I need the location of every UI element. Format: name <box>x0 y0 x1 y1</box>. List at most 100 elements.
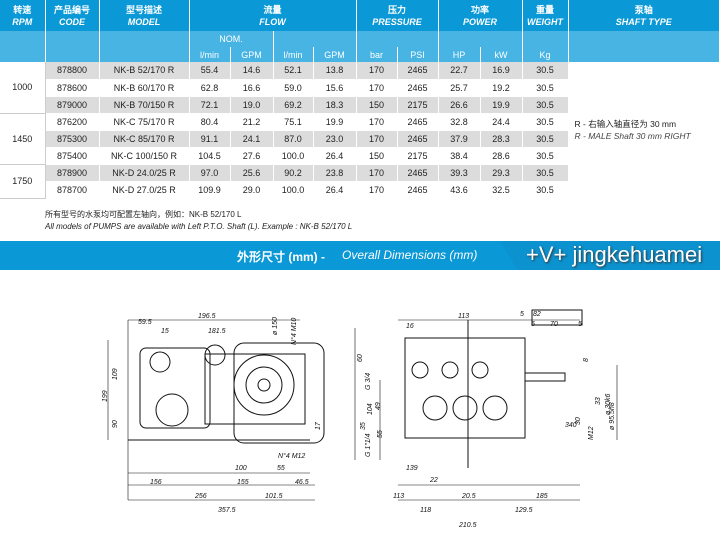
cell: 59.0 <box>273 79 314 97</box>
dimension-label: N°4 M12 <box>278 452 305 460</box>
cell: 21.2 <box>230 113 274 131</box>
dimension-label: 129.5 <box>515 507 533 514</box>
cell: 2465 <box>397 79 439 97</box>
cell: 30.5 <box>522 130 569 148</box>
cell: 875300 <box>45 130 100 148</box>
cell: 27.6 <box>230 147 274 165</box>
cell: 2465 <box>397 113 439 131</box>
dimension-label: 15 <box>161 328 169 335</box>
dimension-label: 46.5 <box>295 479 309 486</box>
cell: 39.3 <box>438 164 481 182</box>
cell: 109.9 <box>189 181 231 199</box>
dimension-label: 60 <box>357 354 364 362</box>
cell: 43.6 <box>438 181 481 199</box>
cell: 100.0 <box>273 181 314 199</box>
side-view-pump <box>128 342 325 444</box>
cell: 97.0 <box>189 164 231 182</box>
cell: 15.6 <box>313 79 357 97</box>
dimension-label: 139 <box>406 465 418 472</box>
cell: 170 <box>356 113 398 131</box>
cell: 170 <box>356 164 398 182</box>
cell: 2465 <box>397 181 439 199</box>
cell: 170 <box>356 181 398 199</box>
dimension-label: 5 <box>520 311 524 318</box>
dimension-label: 33 <box>595 397 602 405</box>
unit: bar <box>356 47 398 62</box>
dimension-label: M12 <box>588 426 595 440</box>
dimension-label: 210.5 <box>458 522 477 529</box>
cell: 2465 <box>397 164 439 182</box>
dimension-label: 49 <box>375 402 382 410</box>
dimension-lines <box>107 319 618 501</box>
dimension-label: 101.5 <box>265 493 283 500</box>
cell: 29.0 <box>230 181 274 199</box>
cell: 22.7 <box>438 62 481 80</box>
unit: Kg <box>522 47 569 62</box>
cell: 14.6 <box>230 62 274 80</box>
dimension-label: 55 <box>277 465 285 472</box>
cell: 90.2 <box>273 164 314 182</box>
cell: 104.5 <box>189 147 231 165</box>
dimension-label: 196.5 <box>198 313 216 320</box>
banner-accent <box>500 241 720 270</box>
cell: 23.8 <box>313 164 357 182</box>
cell: 26.4 <box>313 147 357 165</box>
cell: 30.5 <box>522 181 569 199</box>
cell: 170 <box>356 130 398 148</box>
dimension-label: ø 95.5h8 <box>609 402 616 430</box>
cell: 16.9 <box>480 62 523 80</box>
banner-title-cn: 外形尺寸 (mm) - <box>237 250 325 264</box>
cell: 150 <box>356 147 398 165</box>
dimension-label: G 3/4 <box>365 373 372 390</box>
cell: 30.5 <box>522 147 569 165</box>
cell: 19.9 <box>480 96 523 114</box>
dimension-label: 55 <box>377 430 384 438</box>
unit: GPM <box>313 47 357 62</box>
dimension-label: 109 <box>112 368 119 380</box>
dimension-label: ø 150 <box>272 317 279 335</box>
unit: kW <box>480 47 523 62</box>
dimension-label: 185 <box>536 493 548 500</box>
cell: 37.9 <box>438 130 481 148</box>
dimension-label: 8 <box>583 358 590 362</box>
cell: 150 <box>356 96 398 114</box>
cell: 30.5 <box>522 113 569 131</box>
cell: 876200 <box>45 113 100 131</box>
rpm-cell: 1750 <box>0 164 46 199</box>
cell: 25.6 <box>230 164 274 182</box>
front-view-pump <box>404 309 583 468</box>
dimension-label: 82 <box>533 311 541 318</box>
cell: 878700 <box>45 181 100 199</box>
cell: NK-B 52/170 R <box>99 62 190 80</box>
notes: 所有型号的水泵均可配置左轴向，例如：NK-B 52/170 L All mode… <box>45 209 352 233</box>
rpm-cell: 1000 <box>0 62 46 114</box>
unit: l/min <box>189 47 231 62</box>
dimension-label: 90 <box>112 420 119 428</box>
dimension-label: 199 <box>102 390 109 402</box>
cell: 170 <box>356 79 398 97</box>
dimension-label: 357.5 <box>218 507 236 514</box>
cell: 100.0 <box>273 147 314 165</box>
dimension-label: 256 <box>194 493 207 500</box>
cell: 30.5 <box>522 62 569 80</box>
note-en: All models of PUMPS are available with L… <box>45 222 353 231</box>
dimension-label: 156 <box>150 479 162 486</box>
cell: 52.1 <box>273 62 314 80</box>
cell: 72.1 <box>189 96 231 114</box>
dimension-label: 16 <box>406 323 414 330</box>
cell: NK-C 75/170 R <box>99 113 190 131</box>
cell: 23.0 <box>313 130 357 148</box>
cell: NK-C 85/170 R <box>99 130 190 148</box>
dimension-label: 181.5 <box>208 328 226 335</box>
cell: 2465 <box>397 130 439 148</box>
dimension-label: 35 <box>360 422 367 430</box>
